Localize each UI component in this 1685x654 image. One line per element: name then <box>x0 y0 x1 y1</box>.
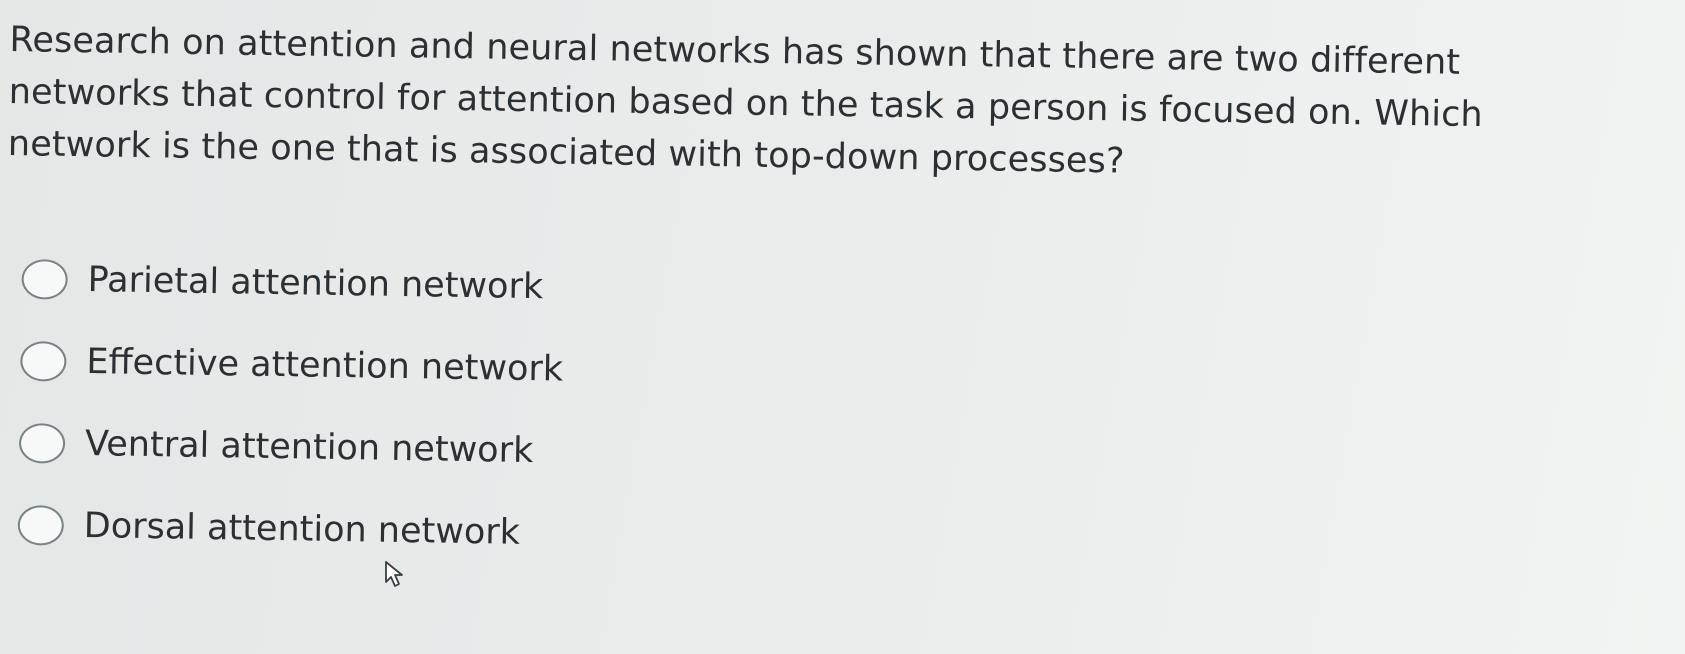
option-label: Parietal attention network <box>87 260 544 308</box>
option-label: Effective attention network <box>86 342 564 390</box>
question-text: Research on attention and neural network… <box>7 19 1484 182</box>
option-effective[interactable]: Effective attention network <box>20 340 563 391</box>
option-label: Ventral attention network <box>84 424 534 472</box>
answer-options: Parietal attention network Effective att… <box>17 258 565 594</box>
radio-button[interactable] <box>20 340 67 382</box>
radio-button[interactable] <box>17 504 65 546</box>
mouse-pointer-icon <box>385 561 403 587</box>
option-ventral[interactable]: Ventral attention network <box>18 422 562 473</box>
option-dorsal[interactable]: Dorsal attention network <box>17 504 560 555</box>
radio-button[interactable] <box>18 422 66 464</box>
radio-button[interactable] <box>21 258 68 300</box>
option-label: Dorsal attention network <box>83 506 521 553</box>
option-parietal[interactable]: Parietal attention network <box>21 258 564 309</box>
